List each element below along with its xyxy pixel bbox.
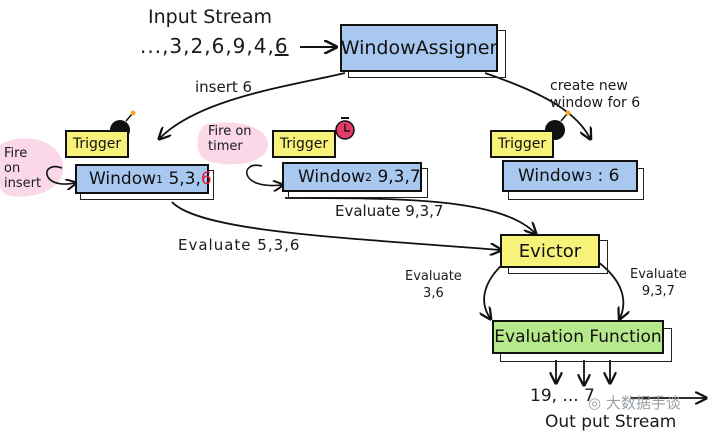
evaluate-36-line1: Evaluate	[405, 269, 462, 284]
window1-new-value: 6	[200, 169, 212, 189]
watermark-text: 大数据手谈	[605, 394, 681, 412]
trigger2-box: Trigger	[272, 130, 336, 158]
evaluation-function-box: Evaluation Function	[492, 320, 664, 354]
pink-highlight-fire-insert	[0, 138, 64, 197]
evaluate-937-right-line1: Evaluate	[630, 267, 687, 282]
arrow-evaluate-937	[284, 197, 535, 233]
window1-values: 5,3,	[168, 169, 201, 189]
evictor-box: Evictor	[500, 234, 600, 268]
window3-name: Window	[518, 166, 586, 186]
arrow-insert-6	[160, 72, 346, 138]
fire-on-timer-label: Fire on timer	[208, 124, 252, 154]
evaluate-36-label: Evaluate 3,6	[405, 268, 462, 302]
output-stream-title: Out put Stream	[545, 412, 677, 432]
fire-insert-line3: insert	[4, 176, 42, 191]
fire-insert-line2: on	[4, 161, 21, 176]
window1-name: Window	[89, 169, 157, 189]
fire-timer-line2: timer	[208, 139, 243, 154]
window3-sub: 3	[585, 169, 593, 183]
arrow-evaluate-536	[171, 201, 500, 250]
window2-values: 9,3,7	[377, 167, 421, 187]
stopwatch-icon-timer	[335, 117, 355, 140]
arrow-evaluate-36	[484, 261, 506, 318]
evaluate-937-label: Evaluate 9,3,7	[335, 202, 444, 220]
trigger3-box: Trigger	[490, 130, 554, 158]
arrow-evaluate-937-right	[597, 261, 623, 318]
window-assigner-label: WindowAssigner	[340, 37, 498, 59]
trigger2-label: Trigger	[279, 136, 329, 152]
create-new-line1: create new	[550, 78, 628, 94]
watermark: ◎ 大数据手谈	[588, 392, 681, 413]
evaluation-function-label: Evaluation Function	[494, 327, 662, 347]
input-stream-values: ...,3,2,6,9,4,6	[140, 34, 289, 58]
evaluate-937-right-label: Evaluate 9,3,7	[630, 266, 687, 300]
input-stream-title: Input Stream	[148, 6, 272, 28]
create-new-window-label: create new window for 6	[550, 78, 640, 112]
trigger1-box: Trigger	[65, 130, 129, 158]
arrow-create-window	[484, 72, 590, 138]
window-assigner-box: WindowAssigner	[340, 24, 498, 72]
input-stream-prefix: ...,3,2,6,9,4,	[140, 34, 275, 58]
evaluate-937-right-line2: 9,3,7	[641, 284, 675, 299]
evaluate-536-label: Evaluate 5,3,6	[178, 236, 301, 254]
window2-name: Window	[298, 167, 366, 187]
trigger3-label: Trigger	[497, 136, 547, 152]
output-stream-values: 19, ... 7	[530, 386, 595, 406]
evaluate-36-line2: 3,6	[423, 286, 444, 301]
evictor-label: Evictor	[518, 240, 582, 262]
window1-sub: 1	[156, 172, 164, 186]
arrow-fire-on-timer	[246, 164, 282, 185]
trigger1-label: Trigger	[72, 136, 122, 152]
pink-highlight-fire-timer	[197, 122, 269, 165]
window3-values: : 6	[597, 166, 620, 186]
fire-insert-line1: Fire	[4, 146, 28, 161]
fire-timer-line1: Fire on	[208, 124, 252, 139]
input-stream-current: 6	[274, 34, 289, 58]
window2-sub: 2	[365, 170, 373, 184]
fire-on-insert-label: Fire on insert	[4, 146, 41, 191]
wechat-icon: ◎	[588, 394, 606, 412]
arrow-fire-on-insert	[46, 165, 75, 184]
insert-6-label: insert 6	[195, 78, 253, 96]
create-new-line2: window for 6	[550, 95, 641, 111]
